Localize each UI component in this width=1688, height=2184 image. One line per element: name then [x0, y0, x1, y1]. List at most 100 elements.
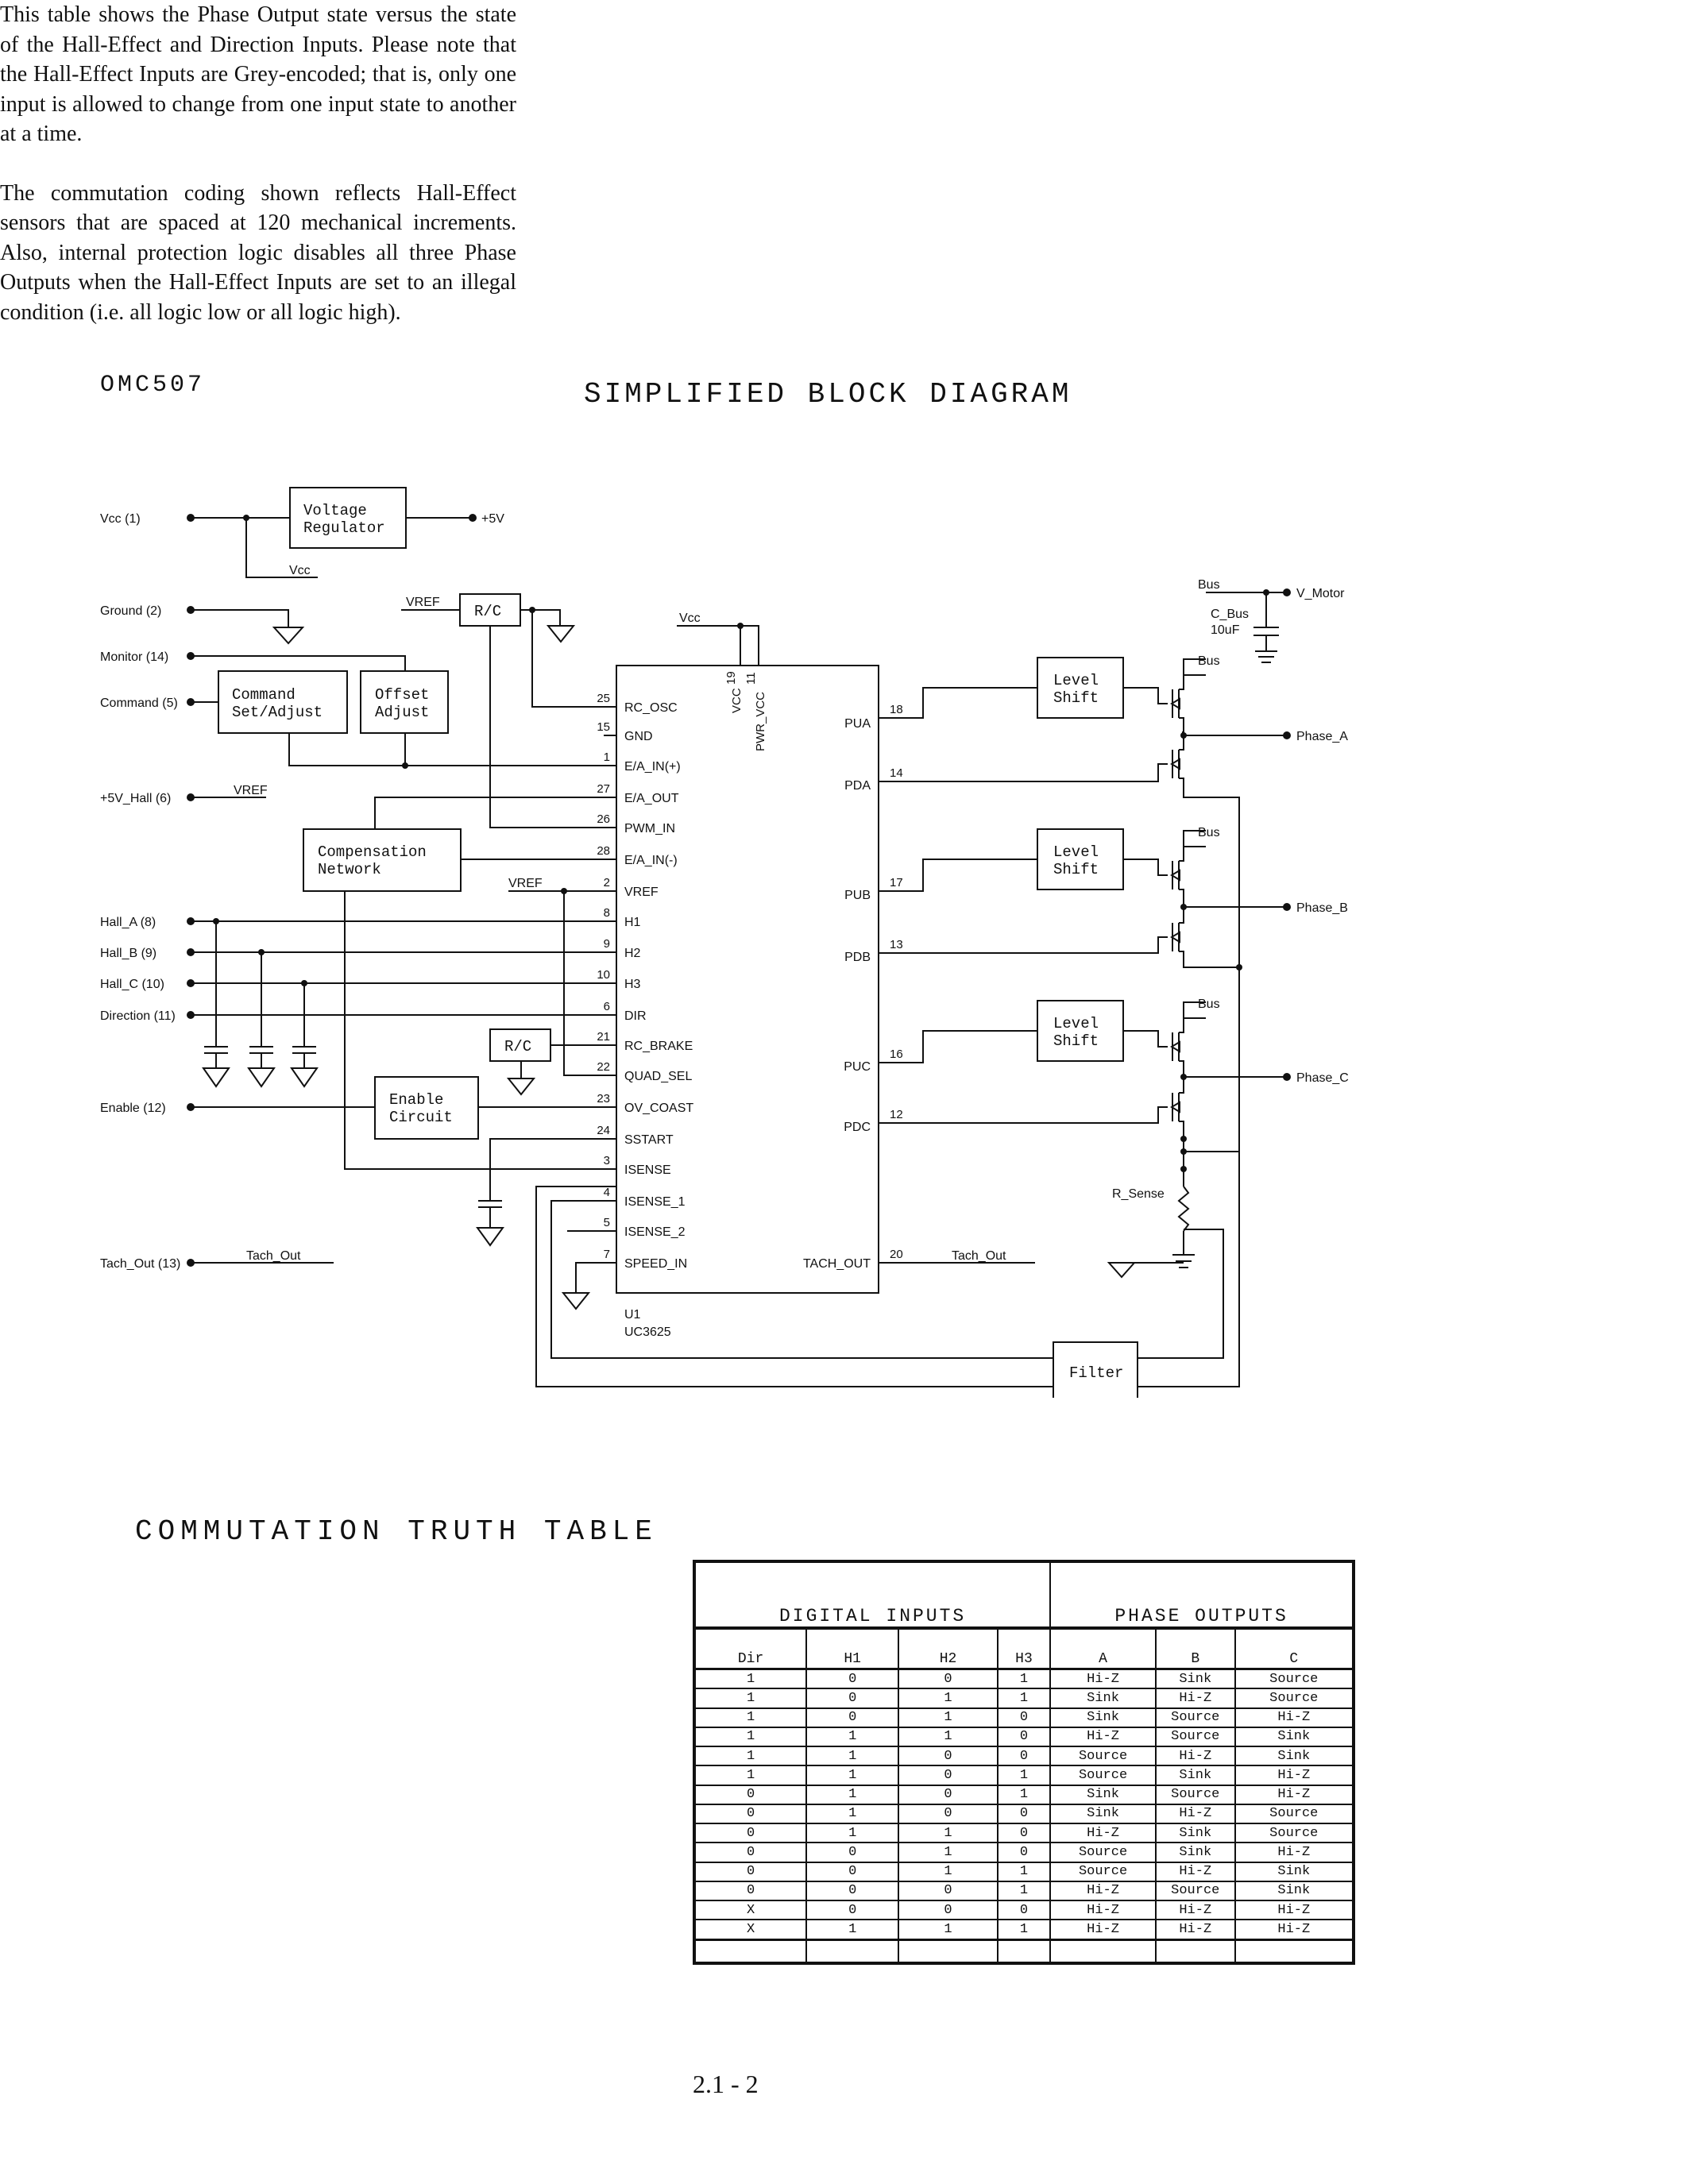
- ic-left-pin-number: 25: [597, 692, 610, 705]
- table-cell: Sink: [1049, 1707, 1157, 1728]
- table-cell: [898, 1938, 999, 1964]
- table-cell: 1: [996, 1861, 1052, 1882]
- table-cell: [805, 1938, 900, 1964]
- ic-left-pin-number: 3: [604, 1154, 610, 1167]
- ic-left-pin-name: RC_BRAKE: [624, 1040, 693, 1053]
- ic-vcc-label: Vcc: [679, 612, 701, 625]
- monitor-pin-label: Monitor (14): [100, 650, 168, 664]
- table-cell: 0: [693, 1880, 808, 1902]
- table-cell: [693, 1938, 808, 1964]
- ic-right-pin-name: PDC: [844, 1121, 871, 1134]
- table-cell: 1: [996, 1880, 1052, 1902]
- ic-left-pin-number: 23: [597, 1092, 610, 1106]
- ic-left-pin-number: 15: [597, 720, 610, 734]
- table-cell: Source: [1154, 1880, 1236, 1902]
- ic-right-pin-number: 18: [890, 703, 903, 716]
- table-cell: Hi-Z: [1049, 1823, 1157, 1844]
- table-cell: 0: [898, 1880, 999, 1902]
- table-cell: 0: [805, 1707, 900, 1728]
- diagram-title: SIMPLIFIED BLOCK DIAGRAM: [584, 378, 1072, 411]
- table-cell: 1: [898, 1726, 999, 1748]
- level-shift-b-line2: Shift: [1053, 861, 1099, 878]
- phase-b-label: Phase_B: [1296, 901, 1348, 915]
- table-cell: Sink: [1154, 1842, 1236, 1863]
- table-cell: 0: [898, 1803, 999, 1825]
- vcc-pin-label: Vcc (1): [100, 512, 141, 526]
- enable-pin-label: Enable (12): [100, 1102, 166, 1115]
- left-pin-labels: Vcc (1) Ground (2) Monitor (14) Command …: [100, 512, 180, 1271]
- ic-right-pin-number: 17: [890, 876, 903, 889]
- table-cell: 0: [805, 1900, 900, 1921]
- table-cell: Source: [1049, 1842, 1157, 1863]
- table-cell: 1: [693, 1765, 808, 1786]
- table-cell: Hi-Z: [1234, 1900, 1355, 1921]
- hall-5v-pin-label: +5V_Hall (6): [100, 792, 171, 805]
- table-cell: Sink: [1049, 1784, 1157, 1805]
- table-cell: Source: [1049, 1861, 1157, 1882]
- table-cell: 1: [693, 1707, 808, 1728]
- ic-left-pin-name: VREF: [624, 886, 659, 899]
- table-cell: Hi-Z: [1154, 1746, 1236, 1767]
- ic-left-pin-name: H3: [624, 978, 641, 991]
- ic-left-pin-name: E/A_OUT: [624, 792, 679, 805]
- ic-left-pin-number: 6: [604, 1000, 610, 1013]
- table-cell: 1: [805, 1765, 900, 1786]
- table-cell: 0: [805, 1688, 900, 1709]
- table-cell: Source: [1234, 1803, 1355, 1825]
- ic-left-pin-name: RC_OSC: [624, 701, 678, 715]
- ic-left-pin-number: 22: [597, 1060, 610, 1074]
- table-cell: [1049, 1938, 1157, 1964]
- table-cell: Hi-Z: [1234, 1707, 1355, 1728]
- bus-c-label: Bus: [1198, 997, 1220, 1011]
- table-cell: 0: [996, 1707, 1052, 1728]
- table-cell: Source: [1049, 1765, 1157, 1786]
- table-cell: 1: [805, 1803, 900, 1825]
- ic-left-pin-number: 7: [604, 1248, 610, 1261]
- ic-left-pin-name: E/A_IN(+): [624, 760, 681, 774]
- truth-table-description: This table shows the Phase Output state …: [0, 0, 516, 327]
- table-cell: 1: [805, 1746, 900, 1767]
- ic-left-pin-number: 5: [604, 1216, 610, 1229]
- ic-left-pins: 25RC_OSC15GND1E/A_IN(+)27E/A_OUT26PWM_IN…: [597, 692, 693, 1271]
- table-cell: 1: [898, 1707, 999, 1728]
- ic-right-pin-number: 13: [890, 938, 903, 951]
- level-shift-a-line2: Shift: [1053, 689, 1099, 707]
- column-header: H3: [996, 1627, 1052, 1670]
- hall-b-pin-label: Hall_B (9): [100, 947, 156, 960]
- table-cell: Sink: [1234, 1861, 1355, 1882]
- table-cell: Sink: [1049, 1688, 1157, 1709]
- ic-left-pin-number: 21: [597, 1030, 610, 1044]
- digital-inputs-header: DIGITAL INPUTS: [693, 1561, 1052, 1630]
- ic-left-pin-number: 4: [604, 1186, 610, 1199]
- ic-left-pin-name: SSTART: [624, 1133, 674, 1147]
- offset-adjust-line1: Offset: [375, 686, 429, 704]
- ic-left-pin-number: 24: [597, 1124, 610, 1137]
- table-cell: Sink: [1154, 1668, 1236, 1690]
- table-cell: 1: [805, 1784, 900, 1805]
- level-shift-c-line2: Shift: [1053, 1032, 1099, 1050]
- ic-part: UC3625: [624, 1325, 671, 1339]
- tach-out-pin-label: Tach_Out (13): [100, 1257, 180, 1271]
- description-paragraph-1: This table shows the Phase Output state …: [0, 2, 516, 146]
- table-cell: Source: [1234, 1688, 1355, 1709]
- enable-circuit-line1: Enable: [389, 1091, 443, 1109]
- table-cell: Sink: [1234, 1746, 1355, 1767]
- column-header: A: [1049, 1627, 1157, 1670]
- ic-left-pin-name: SPEED_IN: [624, 1257, 687, 1271]
- column-header: H2: [898, 1627, 999, 1670]
- diagram-wiring: [191, 487, 1287, 1398]
- table-cell: 1: [898, 1823, 999, 1844]
- table-cell: 1: [693, 1746, 808, 1767]
- ic-left-pin-name: PWM_IN: [624, 822, 675, 835]
- table-cell: Hi-Z: [1154, 1803, 1236, 1825]
- ic-right-pin-number: 16: [890, 1048, 903, 1061]
